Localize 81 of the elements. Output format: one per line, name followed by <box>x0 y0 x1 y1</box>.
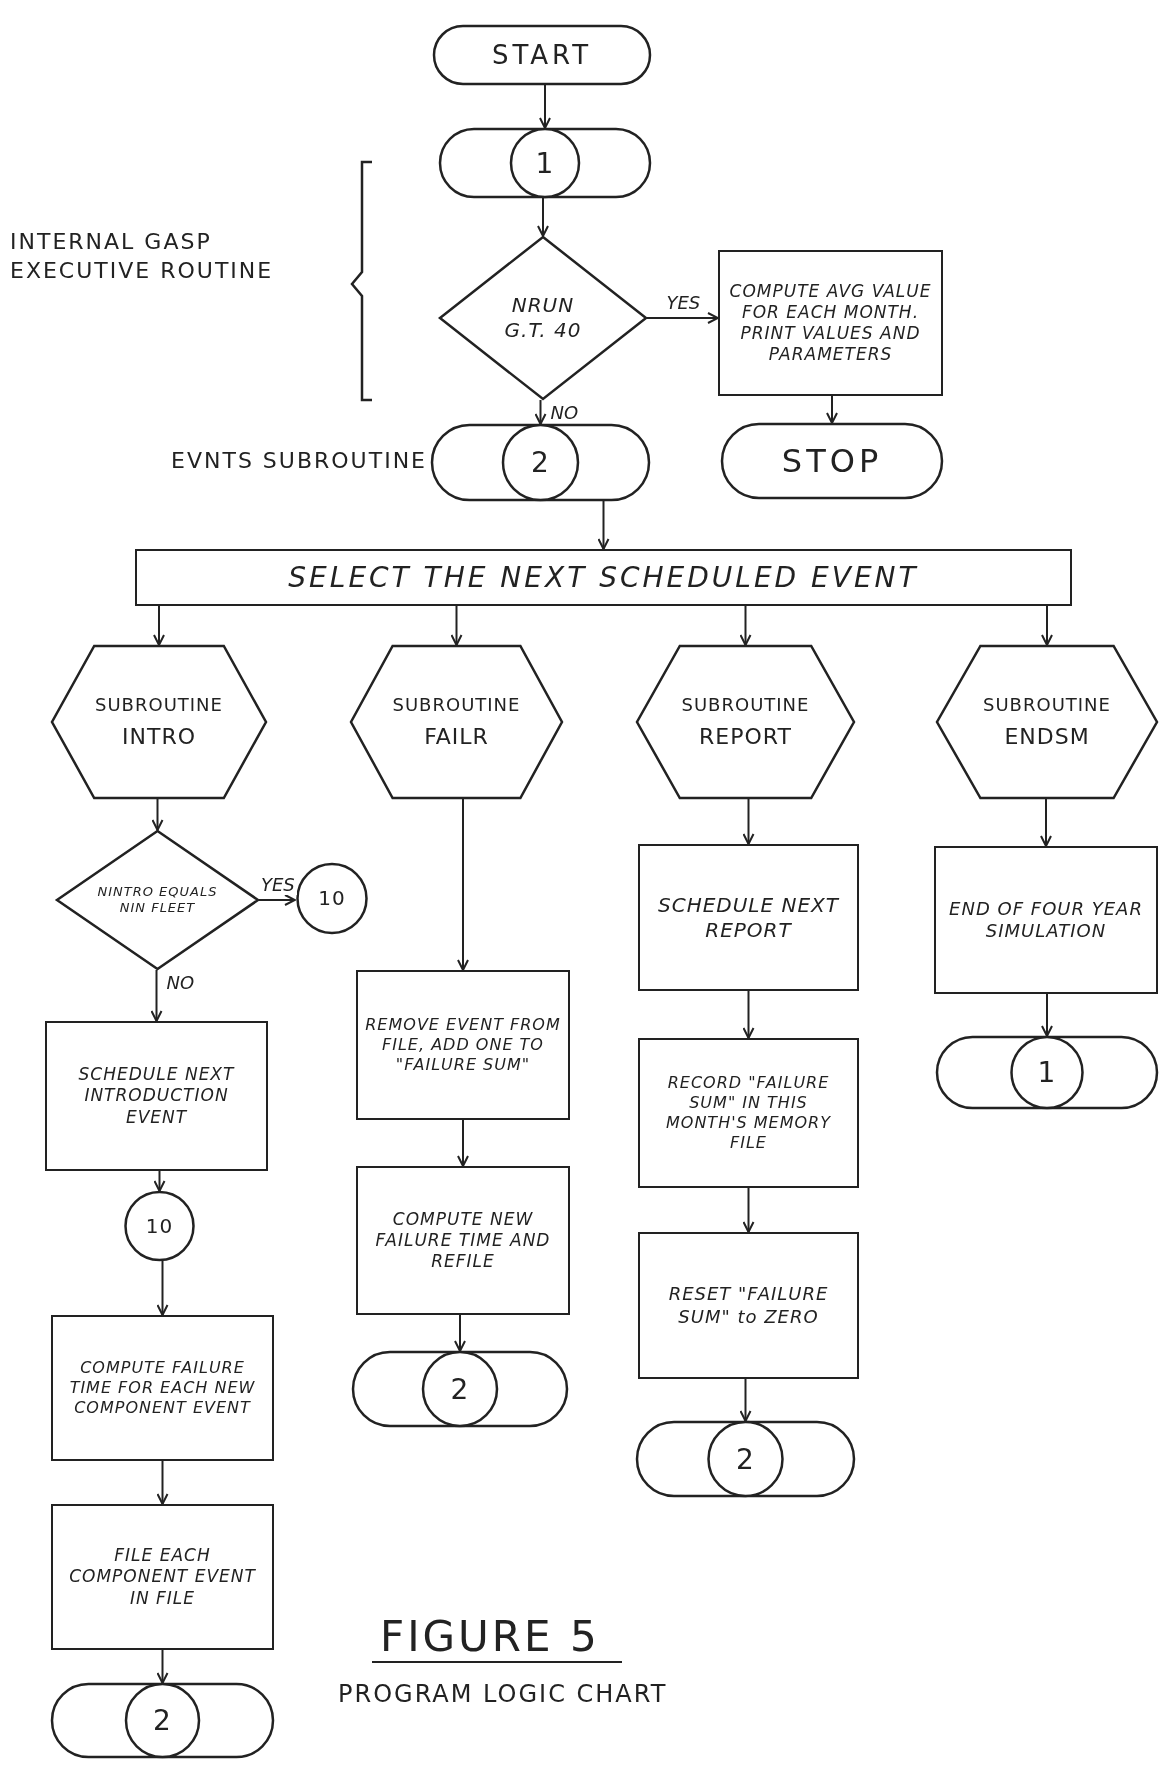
arrow <box>537 197 549 237</box>
subroutine-label: SUBROUTINE <box>392 694 521 717</box>
node-text: END OF FOUR YEAR SIMULATION <box>948 896 1144 943</box>
node-text: REMOVE EVENT FROM FILE, ADD ONE TO "FAILURE SUM" <box>364 1014 562 1076</box>
arrow <box>742 798 755 845</box>
connector-circle <box>295 863 369 934</box>
arrow <box>534 399 547 425</box>
node-text: STOP <box>781 441 883 481</box>
node-text: NRUN G.T. 40 <box>503 293 583 343</box>
process-box <box>638 844 859 991</box>
arrow <box>258 894 296 906</box>
subroutine-label: SUBROUTINE <box>983 694 1111 717</box>
node-text: SCHEDULE NEXT INTRODUCTION EVENT <box>77 1063 236 1129</box>
connector-number: 2 <box>153 1703 172 1738</box>
arrow <box>539 84 551 129</box>
arrow <box>454 1314 466 1352</box>
arrow <box>739 1378 752 1422</box>
connector-number: 10 <box>318 886 346 911</box>
process-box <box>51 1315 274 1461</box>
subroutine-label: SUBROUTINE <box>681 694 810 717</box>
process-box <box>638 1232 859 1379</box>
arrow <box>742 1187 755 1233</box>
arrow <box>597 500 610 550</box>
subroutine-label: SUBROUTINE <box>95 694 223 717</box>
arrow <box>450 605 463 646</box>
arrow <box>739 605 752 646</box>
subroutine-name: FAILR <box>424 722 489 750</box>
decision-diamond <box>56 830 259 970</box>
process-box <box>45 1021 268 1171</box>
section-label: INTERNAL GASP EXECUTIVE ROUTINE <box>10 228 275 285</box>
decision-diamond <box>439 236 647 400</box>
connector-number: 2 <box>450 1371 470 1407</box>
arrow <box>156 1260 169 1316</box>
arrow <box>457 1119 469 1167</box>
node-text: START <box>491 38 593 72</box>
node-text: COMPUTE AVG VALUE FOR EACH MONTH. PRINT VALUES AND PARAMETERS <box>728 279 933 367</box>
node-text: RECORD "FAILURE SUM" IN THIS MONTH'S MEMORY FILE <box>665 1072 832 1154</box>
connector-number: 2 <box>531 445 550 480</box>
arrow <box>153 605 165 646</box>
arrow <box>153 1170 166 1192</box>
arrow <box>457 798 469 971</box>
side-label: EVNTS SUBROUTINE <box>171 446 427 475</box>
subroutine-name: ENDSM <box>1004 722 1090 750</box>
arrow <box>151 798 164 831</box>
node-text: RESET "FAILURE SUM" to ZERO <box>667 1282 830 1329</box>
node-text: NINTRO EQUALS NIN FLEET <box>97 883 218 917</box>
subroutine-hexagon <box>51 645 267 799</box>
connector-number: 10 <box>145 1213 174 1239</box>
arrow <box>1041 605 1053 646</box>
figure-caption: PROGRAM LOGIC CHART <box>338 1680 668 1708</box>
connector-circle <box>122 1191 197 1261</box>
figure-title: FIGURE 5 <box>372 1612 622 1663</box>
arrow <box>156 1649 169 1684</box>
subroutine-hexagon <box>936 645 1158 799</box>
process-box <box>718 250 943 396</box>
subroutine-name: INTRO <box>122 722 196 750</box>
arrow <box>742 990 755 1039</box>
process-box <box>51 1504 274 1650</box>
process-box <box>135 549 1072 606</box>
subroutine-hexagon <box>350 645 563 799</box>
process-box <box>356 1166 570 1315</box>
connector-number: 1 <box>535 145 555 181</box>
arrow <box>1040 798 1052 847</box>
subroutine-hexagon <box>636 645 855 799</box>
node-text: SELECT THE NEXT SCHEDULED EVENT <box>287 560 920 596</box>
subroutine-name: REPORT <box>699 722 792 750</box>
node-text: SCHEDULE NEXT REPORT <box>657 891 841 944</box>
arrow <box>1041 993 1053 1037</box>
connector-number: 2 <box>736 1441 755 1477</box>
connector-number: 1 <box>1037 1055 1057 1090</box>
node-text: FILE EACH COMPONENT EVENT IN FILE <box>68 1544 257 1610</box>
arrow <box>156 1460 169 1505</box>
process-box <box>934 846 1158 994</box>
process-box <box>638 1038 859 1188</box>
node-text: COMPUTE FAILURE TIME FOR EACH NEW COMPONENT EVENT <box>68 1357 257 1419</box>
process-box <box>356 970 570 1120</box>
terminal-shape <box>433 25 651 85</box>
arrow <box>826 395 838 424</box>
arrow <box>150 969 163 1022</box>
node-text: COMPUTE NEW FAILURE TIME AND REFILE <box>374 1207 552 1274</box>
arrow <box>646 312 719 324</box>
